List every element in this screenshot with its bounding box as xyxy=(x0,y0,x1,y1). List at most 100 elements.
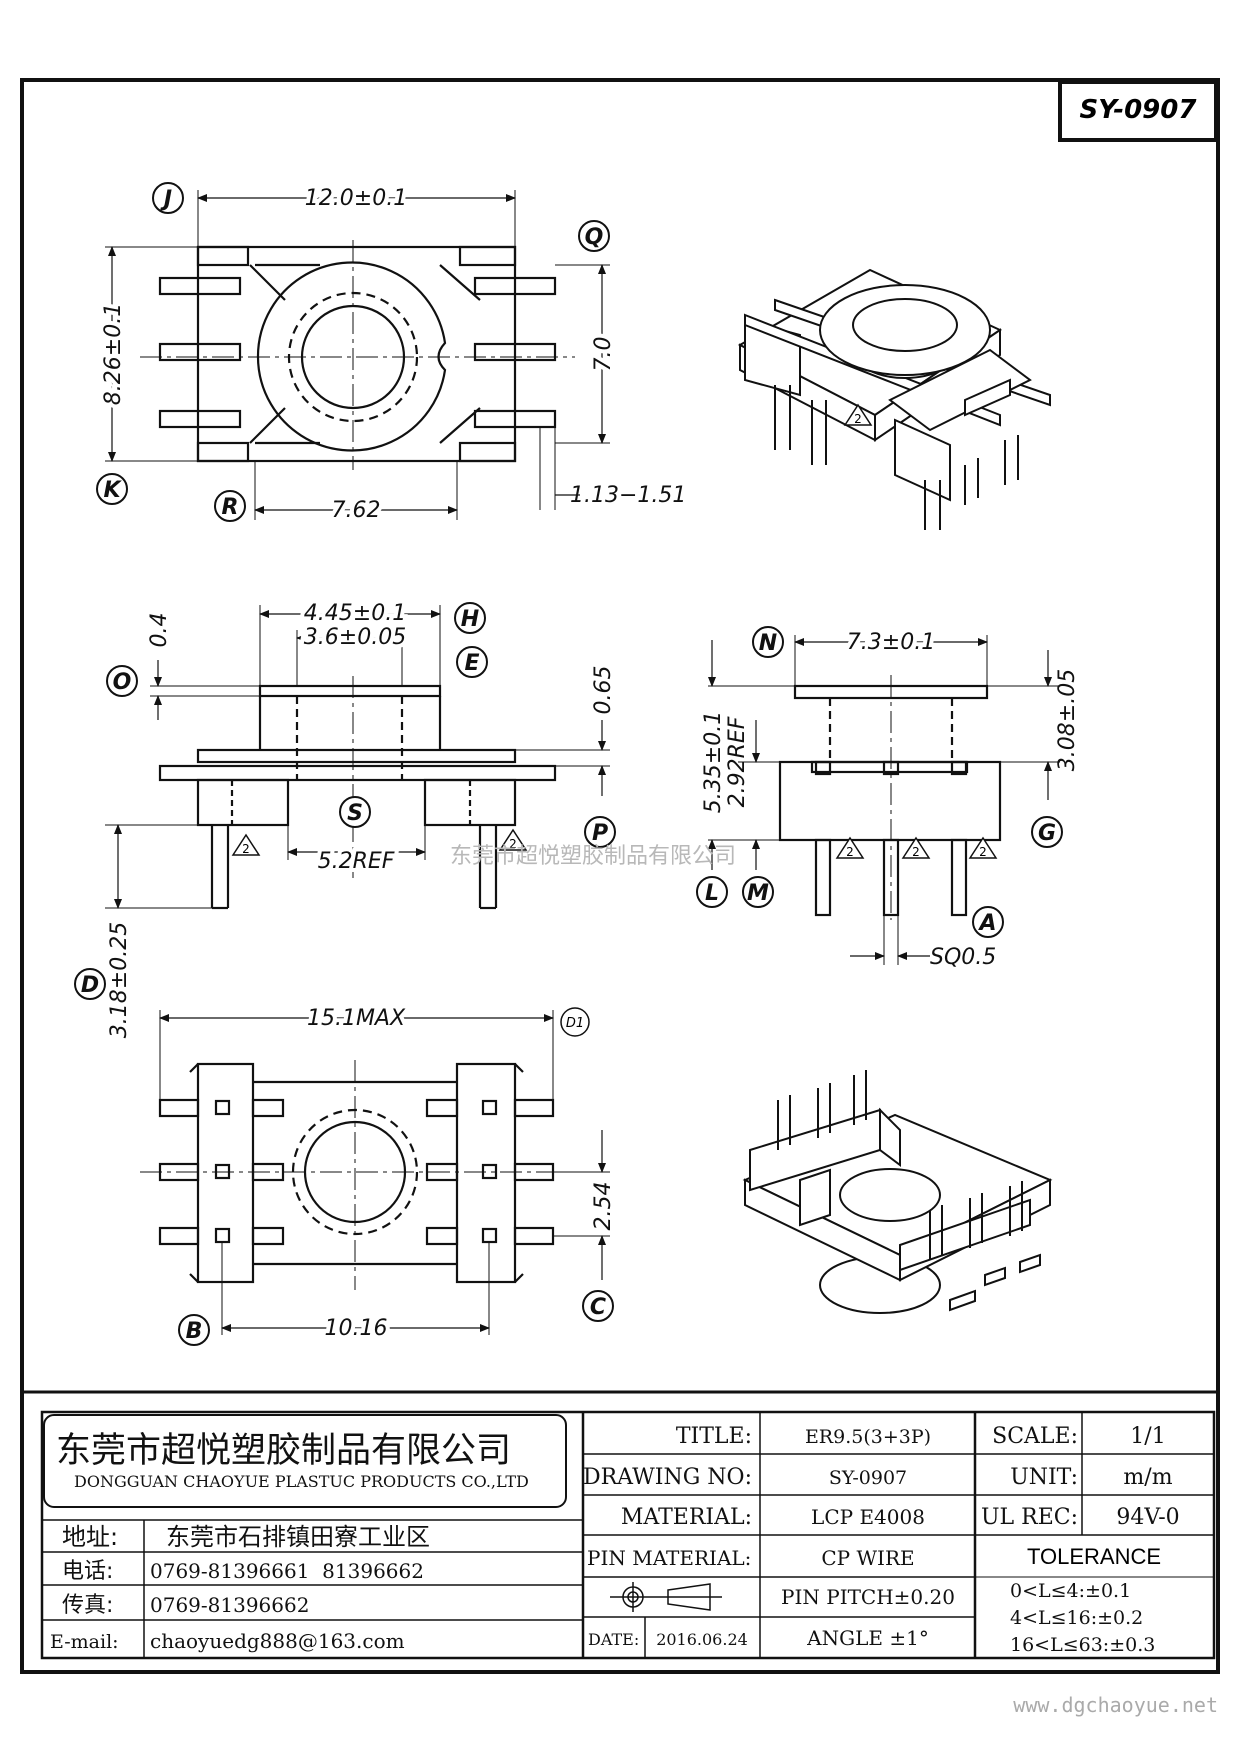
iso-view-bottom xyxy=(742,1070,1053,1314)
top-view xyxy=(105,190,610,520)
website: www.dgchaoyue.net xyxy=(1013,1693,1218,1717)
drawing-no-label: DRAWING NO: xyxy=(583,1465,752,1490)
dim-side-core-d: 3.6±0.05 xyxy=(304,625,406,650)
dim-side-step: 0.65 xyxy=(591,666,616,715)
callout-O: O xyxy=(106,665,138,697)
callout-K: K xyxy=(96,473,128,505)
svg-text:Q: Q xyxy=(585,225,604,250)
dim-end-width: 7.3±0.1 xyxy=(847,630,935,655)
title-label: TITLE: xyxy=(676,1424,752,1449)
callout-G: G xyxy=(1031,816,1063,848)
dim-end-pin-sq: SQ0.5 xyxy=(930,945,996,970)
dim-top-height: 8.26±0.1 xyxy=(101,303,126,405)
company-name-en: DONGGUAN CHAOYUE PLASTUC PRODUCTS CO.,LT… xyxy=(74,1472,529,1491)
title-block xyxy=(22,1390,1218,1660)
tolerance-label: TOLERANCE xyxy=(1027,1544,1161,1569)
address-label: 地址: xyxy=(62,1523,118,1551)
svg-text:D1: D1 xyxy=(566,1016,584,1031)
sheet-border xyxy=(20,78,1220,1674)
dim-top-pin-span: 7.0 xyxy=(591,337,616,372)
pin-pitch: PIN PITCH±0.20 xyxy=(781,1585,955,1609)
svg-text:R: R xyxy=(222,495,239,520)
unit-value: m/m xyxy=(1123,1465,1172,1490)
pin-material-value: CP WIRE xyxy=(821,1546,914,1570)
callout-E: E xyxy=(456,646,488,678)
fax-label: 传真: xyxy=(62,1593,113,1618)
tolerance-3: 16<L≤63:±0.3 xyxy=(1010,1634,1155,1656)
callout-Q: Q xyxy=(578,220,610,252)
end-mark-3: 2 xyxy=(968,836,998,859)
dim-top-pin-width: 1.13−1.51 xyxy=(570,483,686,508)
callout-N: N xyxy=(752,626,784,658)
projection-symbol-icon xyxy=(610,1582,722,1612)
iso-top-mark-1: 2 xyxy=(843,403,873,426)
callout-R: R xyxy=(214,490,246,522)
angle: ANGLE ±1° xyxy=(806,1626,929,1650)
material-label: MATERIAL: xyxy=(621,1505,752,1530)
dim-end-ref-h: 2.92REF xyxy=(725,716,750,807)
svg-text:2: 2 xyxy=(242,842,250,856)
callout-D1: D1 xyxy=(560,1007,590,1037)
email-label: E-mail: xyxy=(50,1631,119,1653)
material-value: LCP E4008 xyxy=(811,1505,925,1529)
dim-top-pitch: 7.62 xyxy=(332,498,381,523)
svg-text:N: N xyxy=(759,631,777,656)
drawing-code-box: SY-0907 xyxy=(1058,80,1218,142)
svg-text:2: 2 xyxy=(912,845,920,859)
side-mark-left: 2 xyxy=(231,833,261,856)
end-mark-1: 2 xyxy=(835,836,865,859)
date-value: 2016.06.24 xyxy=(656,1630,748,1649)
svg-text:B: B xyxy=(186,1319,203,1344)
svg-text:D: D xyxy=(81,973,99,998)
dim-bottom-pitch: 2.54 xyxy=(591,1182,616,1231)
callout-H: H xyxy=(454,602,486,634)
callout-A: A xyxy=(972,906,1004,938)
side-mark-right: 2 xyxy=(498,828,528,851)
tel-value: 0769-81396661 81396662 xyxy=(150,1559,424,1583)
callout-L: L xyxy=(696,876,728,908)
svg-text:O: O xyxy=(113,670,132,695)
ul-value: 94V-0 xyxy=(1116,1505,1179,1530)
svg-text:G: G xyxy=(1038,821,1056,846)
svg-text:H: H xyxy=(461,607,479,632)
svg-text:2: 2 xyxy=(854,412,862,426)
dim-side-inner: 5.2REF xyxy=(318,849,395,874)
svg-text:2: 2 xyxy=(846,845,854,859)
scale-label: SCALE: xyxy=(992,1424,1078,1449)
address-value: 东莞市石排镇田寮工业区 xyxy=(166,1523,430,1551)
callout-P: P xyxy=(584,816,616,848)
dim-top-width: 12.0±0.1 xyxy=(305,186,407,211)
callout-S: S xyxy=(339,796,371,828)
dim-end-total-h: 5.35±0.1 xyxy=(701,711,726,813)
date-label: DATE: xyxy=(588,1630,639,1649)
side-view xyxy=(105,605,610,910)
email-value: chaoyuedg888@163.com xyxy=(150,1629,405,1653)
title-value: ER9.5(3+3P) xyxy=(805,1426,931,1448)
callout-D: D xyxy=(74,968,106,1000)
svg-text:2: 2 xyxy=(979,845,987,859)
bottom-view xyxy=(140,1010,610,1335)
dim-bottom-max: 15.1MAX xyxy=(307,1006,406,1031)
end-mark-2: 2 xyxy=(901,836,931,859)
end-view xyxy=(708,635,1060,965)
watermark: 东莞市超悦塑胶制品有限公司 xyxy=(450,844,736,869)
svg-text:P: P xyxy=(592,821,608,846)
scale-value: 1/1 xyxy=(1130,1424,1165,1449)
tolerance-1: 0<L≤4:±0.1 xyxy=(1010,1580,1131,1602)
unit-label: UNIT: xyxy=(1010,1465,1078,1490)
pin-material-label: PIN MATERIAL: xyxy=(587,1546,751,1570)
callout-M: M xyxy=(742,876,774,908)
svg-text:S: S xyxy=(347,801,363,826)
tolerance-2: 4<L≤16:±0.2 xyxy=(1010,1607,1143,1629)
dim-side-flange-t: 0.4 xyxy=(147,613,172,648)
company-name-cn: 东莞市超悦塑胶制品有限公司 xyxy=(56,1431,511,1471)
drawing-no-value: SY-0907 xyxy=(829,1467,907,1489)
svg-text:K: K xyxy=(103,478,122,503)
svg-text:M: M xyxy=(747,881,769,906)
svg-text:E: E xyxy=(464,651,479,676)
svg-text:A: A xyxy=(977,911,996,936)
dim-side-flange-od: 4.45±0.1 xyxy=(304,601,406,626)
drawing-code: SY-0907 xyxy=(1080,95,1198,125)
svg-text:J: J xyxy=(160,187,172,212)
